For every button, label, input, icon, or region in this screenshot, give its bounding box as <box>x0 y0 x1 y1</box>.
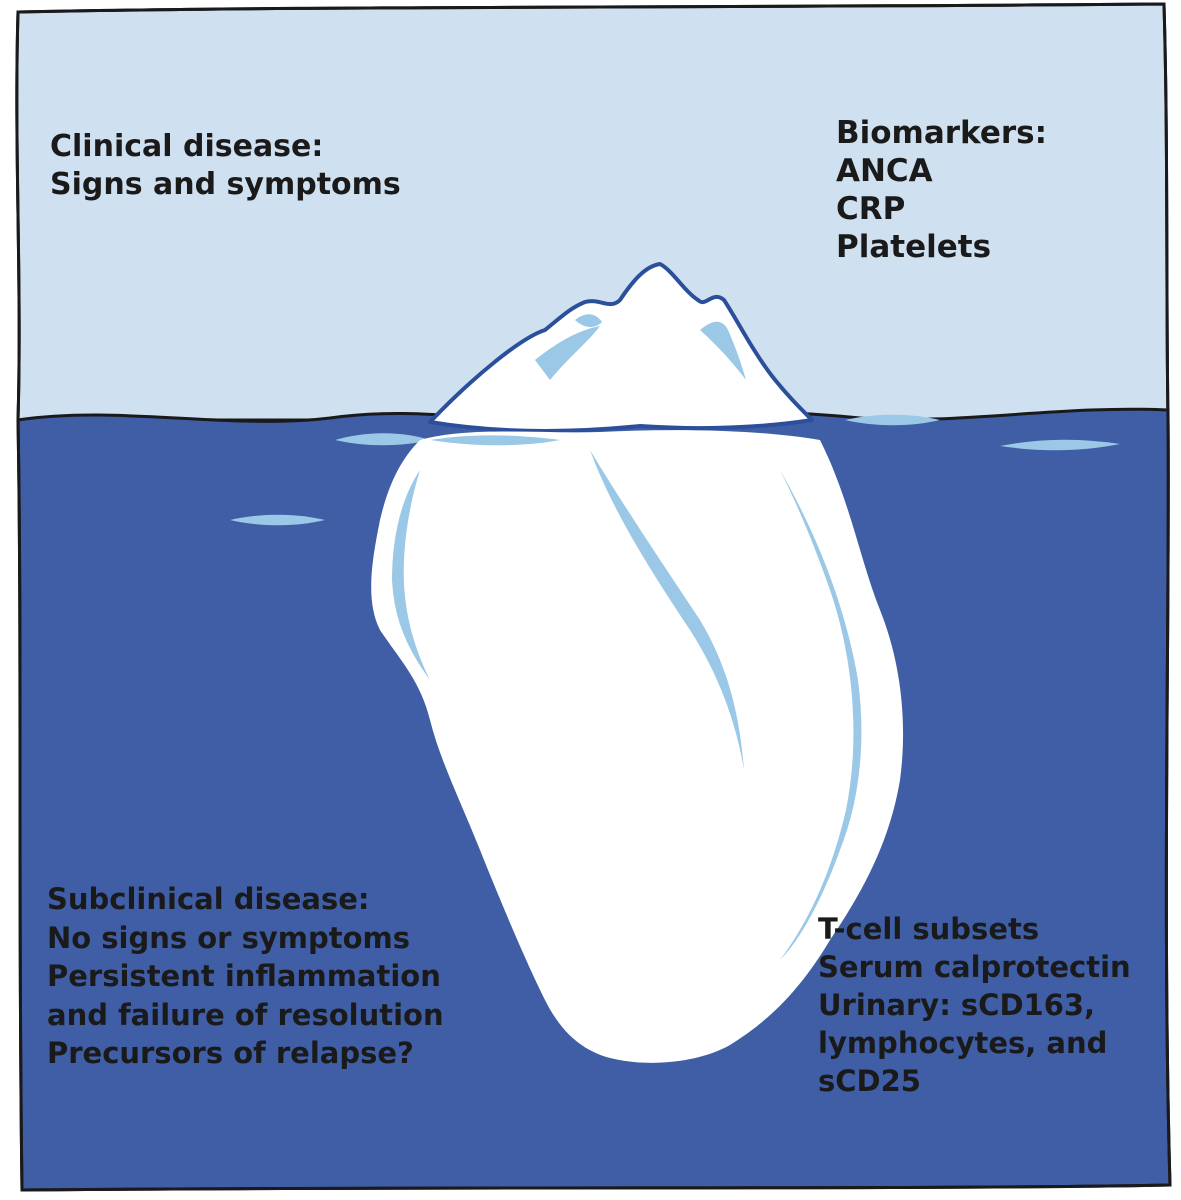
marker-line: T-cell subsets <box>818 912 1040 946</box>
iceberg-tip-shading <box>535 314 746 380</box>
subclinical-markers-label: T-cell subsets Serum calprotectin Urinar… <box>818 910 1131 1100</box>
subclinical-line: No signs or symptoms <box>47 920 410 955</box>
clinical-disease-title: Clinical disease: <box>50 129 324 164</box>
subclinical-line: Precursors of relapse? <box>47 1036 414 1070</box>
biomarkers-heading: Biomarkers: <box>836 115 1048 151</box>
marker-line: lymphocytes, and <box>818 1026 1108 1060</box>
subclinical-disease-label: Subclinical disease: No signs or symptom… <box>47 880 444 1073</box>
marker-line: Urinary: sCD163, <box>818 988 1096 1022</box>
biomarkers-label: Biomarkers: ANCA CRP Platelets <box>836 114 1047 266</box>
marker-line: sCD25 <box>818 1064 921 1098</box>
iceberg-tip <box>428 262 814 433</box>
marker-line: Serum calprotectin <box>818 950 1131 984</box>
iceberg-body-shading <box>392 435 862 960</box>
subclinical-line: and failure of resolution <box>47 997 444 1032</box>
biomarker-item: ANCA <box>836 153 933 189</box>
frame-border <box>15 2 1172 1192</box>
subclinical-title: Subclinical disease: <box>47 882 370 916</box>
clinical-disease-subtitle: Signs and symptoms <box>50 167 401 202</box>
clinical-disease-label: Clinical disease: Signs and symptoms <box>50 128 401 204</box>
biomarker-item: Platelets <box>836 229 992 265</box>
iceberg-body <box>371 430 904 1063</box>
subclinical-line: Persistent inflammation <box>47 959 441 993</box>
biomarker-item: CRP <box>836 191 906 227</box>
